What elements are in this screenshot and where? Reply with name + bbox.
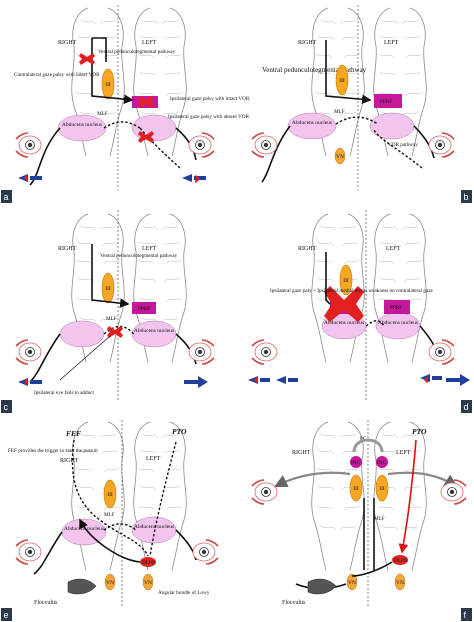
panel-letter: b: [464, 192, 469, 202]
cn3-nucleus: [103, 479, 117, 509]
vn-nucleus: [104, 573, 116, 591]
cn3-nucleus-left: [375, 474, 389, 502]
panel-b: RIGHT LEFT Ventral pedunculotegmental pa…: [251, 5, 472, 203]
pprf-box: [374, 94, 402, 108]
vn-nucleus-left: [142, 573, 154, 591]
flocculus-label: Flocculus: [282, 600, 306, 606]
inc-label-left: INC: [377, 460, 386, 466]
abducens-nucleus-left: [375, 312, 421, 340]
left-label: LEFT: [146, 456, 161, 462]
right-label: RIGHT: [60, 458, 79, 464]
mlf-label: MLF: [106, 316, 117, 322]
vn-label-left: VN: [396, 580, 404, 586]
note-ipsilateral-intact: Ipsilateral gaze palsy with intact VOR: [170, 96, 250, 102]
cn3-label: III: [353, 486, 359, 492]
vn-nucleus-left: [394, 573, 406, 591]
left-label: LEFT: [142, 246, 157, 252]
pc-label: PC: [360, 436, 367, 442]
inc-right: [350, 456, 362, 468]
abducens-label-left: Abducens nucleus: [134, 524, 174, 530]
abducens-nucleus-left: [131, 516, 177, 544]
cn3-label: III: [107, 492, 113, 498]
pprf-label: PPRF: [138, 306, 150, 312]
cn3-nucleus: [101, 272, 115, 304]
panel-e: FEF PTO RIGHT LEFT FEF provides the trig…: [1, 420, 219, 621]
vn-label-left: VN: [144, 580, 152, 586]
right-label: RIGHT: [58, 246, 77, 252]
right-label: RIGHT: [298, 40, 317, 46]
panel-letter: e: [4, 610, 9, 620]
inc-label-right: INC: [351, 460, 360, 466]
note-contralateral: Contralateral gaze palsy with intact VOR: [14, 72, 100, 78]
mlf-label: MLF: [374, 516, 385, 522]
cn3-label: III: [339, 78, 345, 84]
cn3-label: III: [105, 286, 111, 292]
panel-letter: d: [464, 402, 469, 412]
abducens-label: Abducens nucleus: [324, 320, 364, 326]
cn3-label: III: [343, 278, 349, 284]
vor-label: VOR pathway: [388, 142, 418, 148]
olpn-nucleus: [140, 557, 156, 567]
abducens-nucleus-left: [369, 112, 415, 140]
vn-label: VN: [106, 580, 114, 586]
panel-f: PTO PC RIGHT LEFT INC INC III III MLF DL…: [251, 420, 472, 621]
abducens-label: Abducens nucleus: [292, 120, 332, 126]
abducens-nucleus: [287, 112, 337, 140]
pathway-label: Ventral pedunculotegmental pathway: [100, 253, 178, 259]
vn-label: VN: [348, 580, 356, 586]
left-label: LEFT: [396, 450, 411, 456]
mlf-label: MLF: [334, 109, 345, 115]
left-label: LEFT: [142, 40, 157, 46]
panel-letter: c: [4, 402, 9, 412]
note-ipsilateral-absent: Ipsilateral gaze palsy with absent VOR: [168, 114, 250, 120]
pprf-label: PPRF: [390, 305, 402, 311]
cn3-nucleus: [335, 64, 349, 96]
olpn-label: DLPN: [142, 560, 156, 566]
abducens-label-left: Abducens nucleus: [378, 320, 418, 326]
cn3-nucleus: [349, 474, 363, 502]
olpn-label: DLPN: [394, 558, 408, 564]
cn3-label-left: III: [379, 486, 385, 492]
cn3-nucleus: [339, 264, 353, 296]
inc-left: [376, 456, 388, 468]
vn-label: VN: [336, 154, 344, 160]
pprf-label: PPRF: [380, 99, 392, 105]
abducens-nucleus: [61, 518, 107, 546]
panel-letter: f: [464, 610, 467, 620]
olpn-nucleus: [392, 555, 408, 565]
mlf-label: MLF: [97, 111, 108, 117]
pprf-box: [384, 300, 410, 314]
pto-label: PTO: [412, 427, 427, 436]
mlf-label: MLF: [104, 512, 115, 518]
fef-label: FEF: [66, 429, 81, 438]
abducens-label: Abducens nucleus: [62, 122, 102, 128]
pprf-box: [132, 302, 156, 314]
bundle-label: Angular bundle of Lowy: [158, 589, 210, 596]
panel-c: RIGHT LEFT Ventral pedunculotegmental pa…: [1, 210, 215, 413]
abducens-nucleus: [57, 114, 107, 142]
abducens-label: Abducens nucleus: [134, 328, 174, 334]
cn3-nucleus: [101, 68, 115, 100]
panel-a: RIGHT LEFT Ventral pedunculotegmental pa…: [1, 5, 250, 203]
left-label: LEFT: [386, 246, 401, 252]
pathway-label: Ventral pedunculotegmental pathway: [262, 66, 367, 74]
abducens-nucleus: [59, 320, 105, 348]
left-label: LEFT: [384, 40, 399, 46]
vn-nucleus: [334, 147, 346, 165]
pto-label: PTO: [172, 427, 187, 436]
flocculus-label: Flocculus: [34, 600, 58, 606]
right-label: RIGHT: [298, 246, 317, 252]
pathway-label: Ventral pedunculotegmental pathway: [98, 49, 176, 55]
panel-letter: a: [4, 192, 9, 202]
trigger-label: FEF provides the trigger to start the pu…: [8, 448, 98, 454]
cn3-label: III: [105, 82, 111, 88]
panel-d: RIGHT LEFT III Abducens nucleus Abducens…: [248, 210, 472, 413]
note-adduct: Ipsilateral eye fails to adduct: [34, 389, 94, 396]
abducens-nucleus-left: [131, 320, 177, 348]
right-label: RIGHT: [292, 450, 311, 456]
right-label: RIGHT: [58, 40, 77, 46]
vn-nucleus: [346, 573, 358, 591]
note-d: Ipsilateral gaze paly + Ipsilateral medi…: [270, 288, 433, 294]
